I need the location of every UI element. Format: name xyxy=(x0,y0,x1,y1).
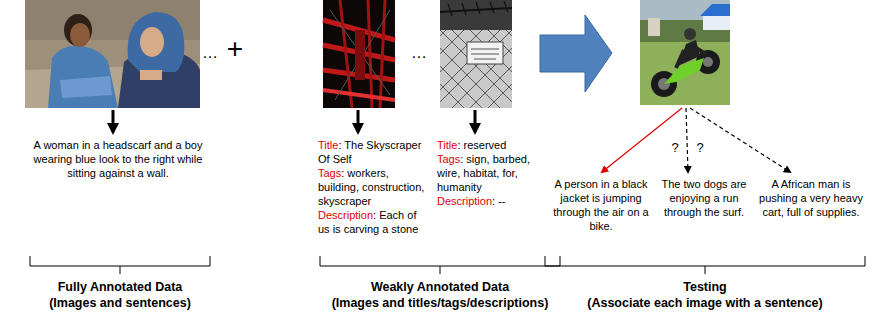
down-arrow xyxy=(112,110,115,132)
block-arrow xyxy=(540,15,612,92)
ellipsis-block: … xyxy=(199,44,221,62)
question-mark-line: ? xyxy=(668,140,682,155)
ellipsis-line: … xyxy=(405,44,433,62)
plus-sign-line: + xyxy=(222,34,248,64)
weak-annotation-block: Title: reservedTags: sign, barbed, wire,… xyxy=(437,138,541,208)
weak-annotation-block: Title: The Skyscraper Of SelfTags: worke… xyxy=(318,138,431,236)
test-sentence-line: The two dogs are enjoying a run through … xyxy=(658,177,750,219)
plus-sign-block: + xyxy=(222,34,248,64)
group-title-block: Fully Annotated Data (Images and sentence… xyxy=(20,279,220,311)
test-sentence-block: A person in a black jacket is jumping th… xyxy=(548,177,654,233)
weak-annotation: : -- xyxy=(492,195,505,207)
group-title-line: (Images and titles/tags/descriptions) xyxy=(315,295,565,311)
candidate-arrow xyxy=(690,108,790,172)
field-name: Description xyxy=(437,195,492,207)
question-mark-block: ? xyxy=(668,140,682,155)
down-arrow xyxy=(357,110,360,132)
plus-sign: + xyxy=(227,33,243,64)
question-mark-block: ? xyxy=(693,140,707,155)
test-sentence-block: The two dogs are enjoying a run through … xyxy=(658,177,750,219)
group-title: (Associate each image with a sentence) xyxy=(587,296,823,310)
photo-woman-boy xyxy=(25,0,200,108)
candidate-arrow xyxy=(686,108,688,172)
group-title-line: Weakly Annotated Data xyxy=(315,279,565,295)
group-title-line: Fully Annotated Data xyxy=(20,279,220,295)
ellipsis: … xyxy=(202,44,218,61)
bracket xyxy=(320,256,560,274)
question-mark: ? xyxy=(696,140,703,155)
test-sentence: The two dogs are enjoying a run through … xyxy=(662,178,747,218)
question-mark-line: ? xyxy=(693,140,707,155)
sentence: A woman in a headscarf and a boy wearing… xyxy=(34,139,203,179)
ellipsis: … xyxy=(411,44,427,61)
test-sentence: A person in a black jacket is jumping th… xyxy=(553,178,648,232)
group-title-line: (Images and sentences) xyxy=(20,295,220,311)
test-sentence-line: A person in a black jacket is jumping th… xyxy=(548,177,654,233)
field-name: Tags xyxy=(437,153,460,165)
group-title-line: (Associate each image with a sentence) xyxy=(575,295,835,311)
field-name: Title xyxy=(437,139,457,151)
group-title: Weakly Annotated Data xyxy=(371,280,509,294)
weak-annotation-line: Title: reserved xyxy=(437,138,541,152)
weak-annotation-line: Tags: sign, barbed, wire, habitat, for, … xyxy=(437,152,541,194)
bracket xyxy=(30,256,210,274)
ellipsis-block: … xyxy=(405,44,433,62)
question-mark: ? xyxy=(671,140,678,155)
weak-annotation-line: Description: Each of us is carving a sto… xyxy=(318,208,431,236)
field-name: Title xyxy=(318,139,338,151)
ellipsis-line: … xyxy=(199,44,221,62)
photo-skyscraper xyxy=(323,0,395,108)
field-name: Description xyxy=(318,209,373,221)
match-arrow xyxy=(602,108,682,172)
weak-annotation-line: Tags: workers, building, construction, s… xyxy=(318,166,431,208)
sentence-block: A woman in a headscarf and a boy wearing… xyxy=(33,138,203,180)
group-title-line: Testing xyxy=(575,279,835,295)
down-arrow xyxy=(474,110,477,132)
group-title: (Images and titles/tags/descriptions) xyxy=(332,296,549,310)
group-title-block: Testing (Associate each image with a sent… xyxy=(575,279,835,311)
bracket xyxy=(545,256,865,274)
test-sentence: A African man is pushing a very heavy ca… xyxy=(759,178,863,218)
group-title: Testing xyxy=(683,280,727,294)
sentence-line: A woman in a headscarf and a boy wearing… xyxy=(33,138,203,180)
weak-annotation: : reserved xyxy=(457,139,506,151)
photo-fence xyxy=(440,0,512,108)
test-sentence-line: A African man is pushing a very heavy ca… xyxy=(756,177,866,219)
group-title: Fully Annotated Data xyxy=(58,280,183,294)
field-name: Tags xyxy=(318,167,341,179)
test-sentence-block: A African man is pushing a very heavy ca… xyxy=(756,177,866,219)
weak-annotation-line: Description: -- xyxy=(437,194,541,208)
weak-annotation-line: Title: The Skyscraper Of Self xyxy=(318,138,431,166)
group-title-block: Weakly Annotated Data (Images and titles/… xyxy=(315,279,565,311)
group-title: (Images and sentences) xyxy=(49,296,191,310)
photo-motorcycle xyxy=(640,0,730,105)
